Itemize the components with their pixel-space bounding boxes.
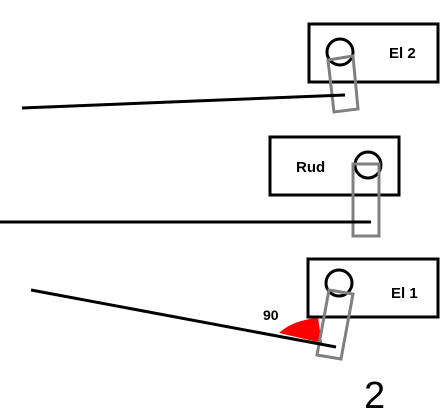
- el1-servo-shaft: [324, 268, 354, 298]
- rud-servo-box: [268, 135, 401, 197]
- el1-control-rod: [30, 288, 337, 349]
- angle-label: 90: [263, 307, 279, 323]
- rud-unit: Rud: [0, 135, 401, 238]
- el2-servo-box: [307, 22, 440, 84]
- el1-servo-box: [306, 257, 440, 319]
- el1-servo-arm: [315, 288, 355, 361]
- angle-marker: [279, 318, 322, 343]
- el1-unit: El 1 90: [30, 257, 440, 361]
- el2-unit: El 2: [21, 22, 440, 114]
- el2-label: El 2: [389, 45, 416, 62]
- el2-control-rod: [21, 93, 346, 110]
- rud-label: Rud: [296, 159, 325, 176]
- rud-servo-arm: [351, 162, 381, 238]
- figure-number: 2: [364, 375, 385, 417]
- el2-servo-shaft: [325, 37, 355, 67]
- el1-label: El 1: [391, 285, 418, 302]
